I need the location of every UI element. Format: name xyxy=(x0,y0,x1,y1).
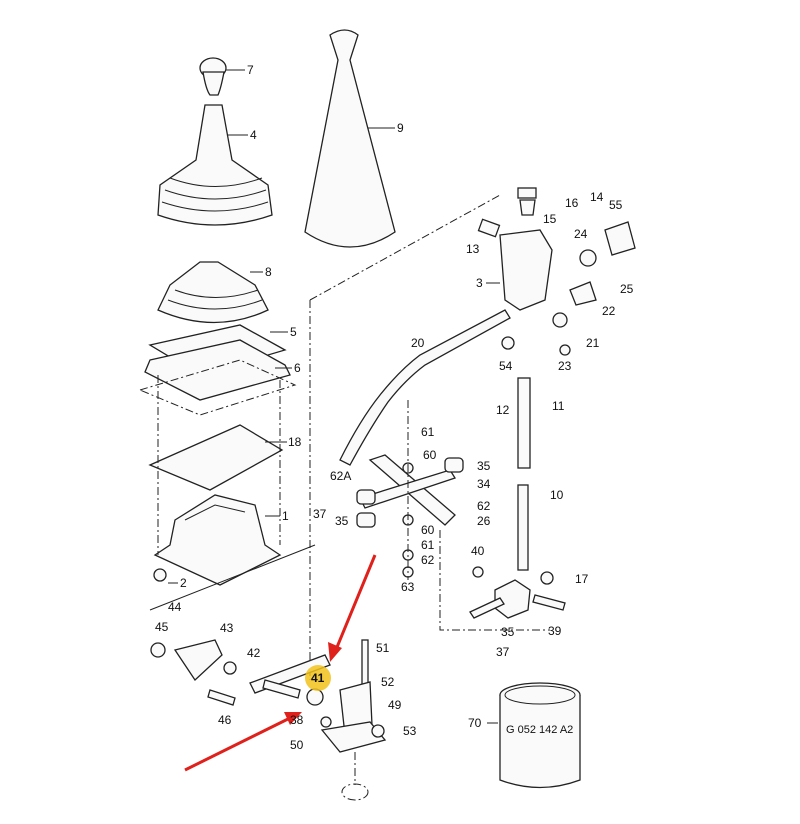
part-label-25[interactable]: 25 xyxy=(620,282,634,296)
part-label-45[interactable]: 45 xyxy=(155,620,169,634)
part-label-24[interactable]: 24 xyxy=(574,227,588,241)
part-label-13[interactable]: 13 xyxy=(466,242,480,256)
part-label-55[interactable]: 55 xyxy=(609,198,623,212)
lower-housing xyxy=(153,494,282,586)
part-label-53[interactable]: 53 xyxy=(403,724,417,738)
part-label-51[interactable]: 51 xyxy=(376,641,390,655)
part-label-42[interactable]: 42 xyxy=(247,646,261,660)
part-label-54[interactable]: 54 xyxy=(499,359,513,373)
part-label-6[interactable]: 6 xyxy=(294,361,301,375)
link-rod xyxy=(517,377,531,469)
cross-lever xyxy=(356,400,464,580)
highlight-circle xyxy=(305,665,331,691)
part-label-63[interactable]: 63 xyxy=(401,580,415,594)
part-label-2[interactable]: 2 xyxy=(180,576,187,590)
part-label-62[interactable]: 62 xyxy=(477,499,491,513)
part-label-8[interactable]: 8 xyxy=(265,265,272,279)
part-label-62A[interactable]: 62A xyxy=(330,469,352,483)
part-label-40[interactable]: 40 xyxy=(471,544,485,558)
part-label-16[interactable]: 16 xyxy=(565,196,579,210)
part-label-12[interactable]: 12 xyxy=(496,403,510,417)
part-label-43[interactable]: 43 xyxy=(220,621,234,635)
shift-rod xyxy=(339,309,511,466)
oil-part-number: G 052 142 A2 xyxy=(506,724,574,736)
part-label-3[interactable]: 3 xyxy=(476,276,483,290)
part-label-41[interactable]: 41 xyxy=(311,671,325,685)
red-arrows xyxy=(184,554,377,772)
part-label-38[interactable]: 38 xyxy=(290,713,304,727)
part-label-23[interactable]: 23 xyxy=(558,359,572,373)
part-label-35[interactable]: 35 xyxy=(477,459,491,473)
part-label-14[interactable]: 14 xyxy=(590,190,604,204)
part-label-37[interactable]: 37 xyxy=(496,645,510,659)
gear-oil-can xyxy=(487,682,581,789)
part-label-49[interactable]: 49 xyxy=(388,698,402,712)
part-label-18[interactable]: 18 xyxy=(288,435,302,449)
part-label-26[interactable]: 26 xyxy=(477,514,491,528)
part-label-70[interactable]: 70 xyxy=(468,716,482,730)
part-label-52[interactable]: 52 xyxy=(381,675,395,689)
part-label-46[interactable]: 46 xyxy=(218,713,232,727)
part-label-1[interactable]: 1 xyxy=(282,509,289,523)
part-label-35[interactable]: 35 xyxy=(501,625,515,639)
part-label-9[interactable]: 9 xyxy=(397,121,404,135)
part-label-15[interactable]: 15 xyxy=(543,212,557,226)
part-label-39[interactable]: 39 xyxy=(548,624,562,638)
linkage-parts xyxy=(150,639,387,801)
part-label-22[interactable]: 22 xyxy=(602,304,616,318)
part-label-44[interactable]: 44 xyxy=(168,600,182,614)
part-label-17[interactable]: 17 xyxy=(575,572,589,586)
part-label-34[interactable]: 34 xyxy=(477,477,491,491)
part-label-7[interactable]: 7 xyxy=(247,63,254,77)
part-label-62[interactable]: 62 xyxy=(421,553,435,567)
gasket xyxy=(148,424,284,491)
part-label-60[interactable]: 60 xyxy=(423,448,437,462)
selector-lever xyxy=(477,187,636,356)
part-label-61[interactable]: 61 xyxy=(421,425,435,439)
inner-boot xyxy=(157,261,269,324)
leather-boot xyxy=(304,29,396,248)
part-label-61[interactable]: 61 xyxy=(421,538,435,552)
part-label-21[interactable]: 21 xyxy=(586,336,600,350)
part-label-11[interactable]: 11 xyxy=(552,399,565,413)
part-label-20[interactable]: 20 xyxy=(411,336,425,350)
shift-boot xyxy=(157,104,273,226)
part-label-35[interactable]: 35 xyxy=(335,514,349,528)
part-label-50[interactable]: 50 xyxy=(290,738,304,752)
bezel-frames xyxy=(138,324,297,416)
part-label-4[interactable]: 4 xyxy=(250,128,257,142)
part-label-5[interactable]: 5 xyxy=(290,325,297,339)
part-label-37[interactable]: 37 xyxy=(313,507,327,521)
part-label-60[interactable]: 60 xyxy=(421,523,435,537)
shift-knob xyxy=(199,57,245,96)
part-label-10[interactable]: 10 xyxy=(550,488,564,502)
